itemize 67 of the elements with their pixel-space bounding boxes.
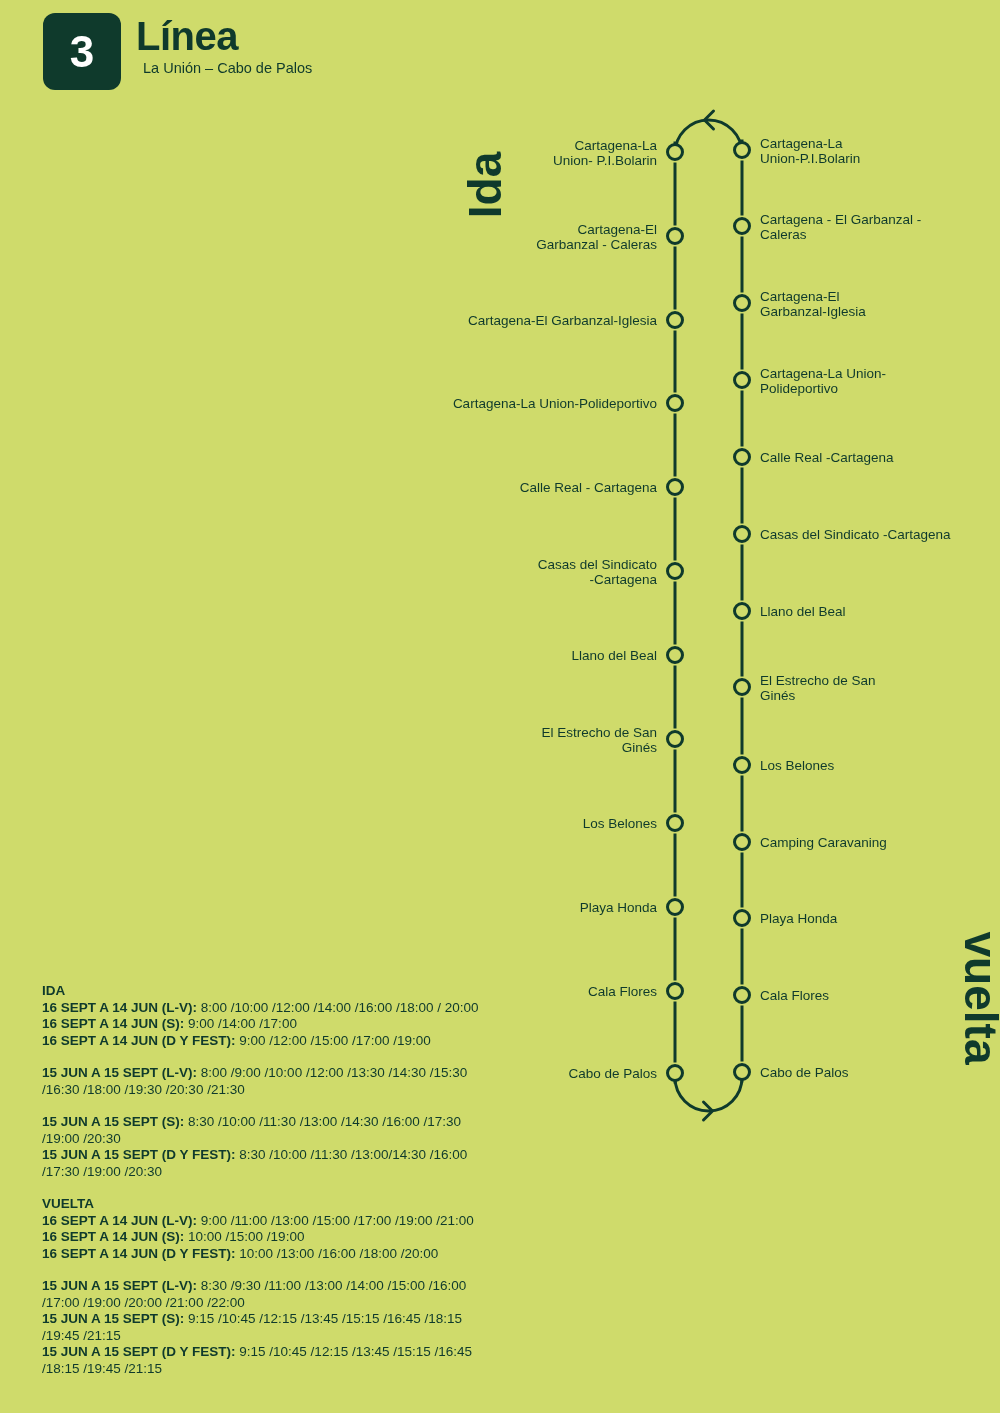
stop-name: Playa Honda — [579, 900, 657, 915]
route-line — [673, 330, 677, 393]
schedule-line: 16 SEPT A 14 JUN (S): 10:00 /15:00 /19:00 — [42, 1229, 306, 1246]
stop-name: Los Belones — [582, 816, 657, 831]
route-line — [673, 833, 677, 897]
schedule-line: 15 JUN A 15 SEPT (S): 9:15 /10:45 /12:15 /13:45 /15:15 /16:45 /18:15 /19:45 /21:15 — [42, 1311, 464, 1344]
stop-name: Cartagena-La Union- P.I.Bolarin — [551, 138, 657, 168]
schedule-line: 15 JUN A 15 SEPT (S): 8:30 /10:00 /11:30 /13:00 /14:30 /16:00 /17:30 /19:00 /20:30 — [42, 1114, 463, 1147]
schedule-line: 16 SEPT A 14 JUN (L-V): 9:00 /11:00 /13:00 /15:00 /17:00 /19:00 /21:00 — [42, 1212, 475, 1229]
route-line — [673, 497, 677, 561]
stop-name: Cartagena-El Garbanzal-Iglesia — [467, 313, 657, 328]
stop-name: Calle Real -Cartagena — [760, 450, 894, 465]
stop-name: Cabo de Palos — [568, 1066, 657, 1081]
stop-name: Cartagena-El Garbanzal-Iglesia — [760, 289, 867, 319]
title: Línea — [136, 14, 238, 58]
schedule-line: 16 SEPT A 14 JUN (D Y FEST): 9:00 /12:00 /15:00 /17:00 /19:00 — [42, 1032, 432, 1049]
schedule-line: 15 JUN A 15 SEPT (D Y FEST): 9:15 /10:45 /12:15 /13:45 /15:15 /16:45 /18:15 /19:45 /21:15 — [42, 1344, 473, 1377]
route-line — [740, 775, 744, 832]
route-line — [673, 1001, 677, 1063]
direction-heading: Ida — [462, 151, 509, 219]
route-line — [740, 544, 744, 601]
direction-heading: vuelta — [958, 931, 1000, 1065]
route-line — [740, 467, 744, 524]
stop-name: Cartagena - El Garbanzal - Caleras — [760, 212, 923, 242]
route-line — [740, 160, 744, 216]
schedule-line: 15 JUN A 15 SEPT (D Y FEST): 8:30 /10:00 /11:30 /13:00/14:30 /16:00 /17:30 /19:00 /20:30 — [42, 1147, 469, 1180]
route-subtitle: La Unión – Cabo de Palos — [143, 60, 313, 76]
stop-name: Llano del Beal — [571, 648, 657, 663]
route-line — [740, 1005, 744, 1062]
stop-name: Playa Honda — [760, 911, 838, 926]
stop-name: Cartagena-El Garbanzal - Caleras — [535, 222, 657, 252]
stop-name: Cartagena-La Union-Polideportivo — [760, 366, 888, 396]
stop-name: Cartagena-La Union-Polideportivo — [452, 396, 657, 411]
route-line — [673, 246, 677, 310]
route-line — [740, 621, 744, 677]
schedule-heading: IDA — [42, 983, 67, 1000]
route-line — [673, 917, 677, 981]
route-line — [673, 665, 677, 729]
route-line — [740, 928, 744, 985]
route-line — [740, 313, 744, 370]
schedule-line: 15 JUN A 15 SEPT (L-V): 8:00 /9:00 /10:00 /12:00 /13:30 /14:30 /15:30 /16:30 /18:00 /19:30 /20:30 /21:30 — [42, 1065, 469, 1098]
route-line — [673, 749, 677, 813]
route-line — [673, 413, 677, 477]
schedule-line: 16 SEPT A 14 JUN (L-V): 8:00 /10:00 /12:00 /14:00 /16:00 /18:00 / 20:00 — [42, 999, 480, 1016]
stop-name: Cala Flores — [760, 988, 830, 1003]
schedule-line: 16 SEPT A 14 JUN (S): 9:00 /14:00 /17:00 — [42, 1016, 298, 1033]
schedule-heading: VUELTA — [42, 1196, 95, 1213]
route-line — [673, 162, 677, 226]
stop-name: El Estrecho de San Ginés — [760, 673, 877, 703]
route-line — [740, 390, 744, 447]
stop-name: Casas del Sindicato -Cartagena — [537, 557, 657, 587]
route-line — [740, 236, 744, 293]
stop-name: El Estrecho de San Ginés — [540, 725, 657, 755]
line-number-badge: 3 — [43, 13, 121, 90]
stop-name: Los Belones — [760, 758, 835, 773]
route-line — [740, 852, 744, 908]
route-line — [740, 697, 744, 755]
schedule-line: 16 SEPT A 14 JUN (D Y FEST): 10:00 /13:00 /16:00 /18:00 /20:00 — [42, 1245, 440, 1262]
stop-name: Calle Real - Cartagena — [519, 480, 657, 495]
route-line — [673, 581, 677, 645]
stop-name: Camping Caravaning — [760, 835, 887, 850]
stop-name: Cabo de Palos — [760, 1065, 849, 1080]
stop-name: Cala Flores — [587, 984, 657, 999]
schedule-line: 15 JUN A 15 SEPT (L-V): 8:30 /9:30 /11:00 /13:00 /14:00 /15:00 /16:00 /17:00 /19:00 /20:00 /21:00 /22:00 — [42, 1278, 468, 1311]
stop-name: Cartagena-La Union-P.I.Bolarin — [760, 136, 862, 166]
stop-name: Casas del Sindicato -Cartagena — [760, 527, 951, 542]
stop-name: Llano del Beal — [760, 604, 846, 619]
